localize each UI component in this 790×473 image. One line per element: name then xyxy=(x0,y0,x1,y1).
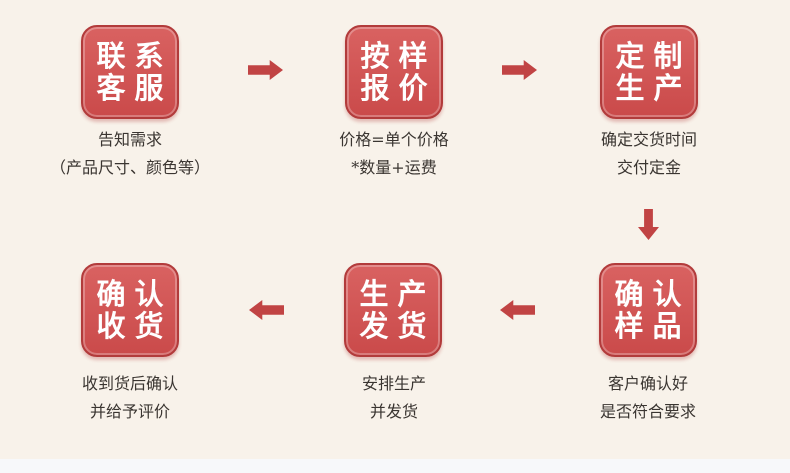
step-title-line: 收货 xyxy=(96,308,173,343)
caption-line: *数量+运费 xyxy=(351,158,437,177)
caption-line: 告知需求 xyxy=(97,130,162,149)
step-box-sample-quote: 按样 报价 xyxy=(345,25,443,119)
step-caption-confirm-sample: 客户确认好 是否符合要求 xyxy=(518,370,778,426)
step-box-confirm-receipt: 确认 收货 xyxy=(81,263,179,357)
step-title-line: 报价 xyxy=(360,70,437,105)
step-box-custom-production: 定制 生产 xyxy=(600,25,698,119)
footer-strip xyxy=(0,459,790,473)
step-caption-custom-production: 确定交货时间 交付定金 xyxy=(519,126,779,182)
step-title-line: 客服 xyxy=(96,70,173,105)
step-caption-confirm-receipt: 收到货后确认 并给予评价 xyxy=(0,370,260,426)
caption-line: 安排生产 xyxy=(361,374,426,393)
arrow-right-icon xyxy=(502,60,537,80)
caption-line: 并发货 xyxy=(369,402,418,421)
step-title-line: 确认 xyxy=(614,276,691,311)
caption-line: （产品尺寸、颜色等） xyxy=(49,158,210,177)
step-title-line: 按样 xyxy=(360,38,437,73)
caption-line: 价格=单个价格 xyxy=(339,130,449,149)
step-title-line: 生产 xyxy=(615,70,692,105)
step-title-line: 发货 xyxy=(359,308,436,343)
caption-line: 确定交货时间 xyxy=(600,130,697,149)
arrow-down-icon xyxy=(638,209,659,240)
step-title-line: 样品 xyxy=(614,308,691,343)
caption-line: 客户确认好 xyxy=(607,374,688,393)
arrow-right-icon xyxy=(248,60,283,80)
step-box-produce-ship: 生产 发货 xyxy=(344,263,442,357)
step-title-line: 定制 xyxy=(615,38,692,73)
caption-line: 是否符合要求 xyxy=(599,402,696,421)
step-title-line: 联系 xyxy=(96,38,173,73)
arrow-left-icon xyxy=(500,300,535,320)
step-caption-produce-ship: 安排生产 并发货 xyxy=(264,370,524,426)
caption-line: 并给予评价 xyxy=(89,402,170,421)
caption-line: 收到货后确认 xyxy=(81,374,178,393)
step-caption-sample-quote: 价格=单个价格 *数量+运费 xyxy=(264,126,524,182)
step-title-line: 确认 xyxy=(96,276,173,311)
caption-line: 交付定金 xyxy=(616,158,681,177)
step-box-confirm-sample: 确认 样品 xyxy=(599,263,697,357)
arrow-left-icon xyxy=(249,300,284,320)
step-box-contact-service: 联系 客服 xyxy=(81,25,179,119)
step-title-line: 生产 xyxy=(359,276,436,311)
step-caption-contact-service: 告知需求 （产品尺寸、颜色等） xyxy=(0,126,260,182)
